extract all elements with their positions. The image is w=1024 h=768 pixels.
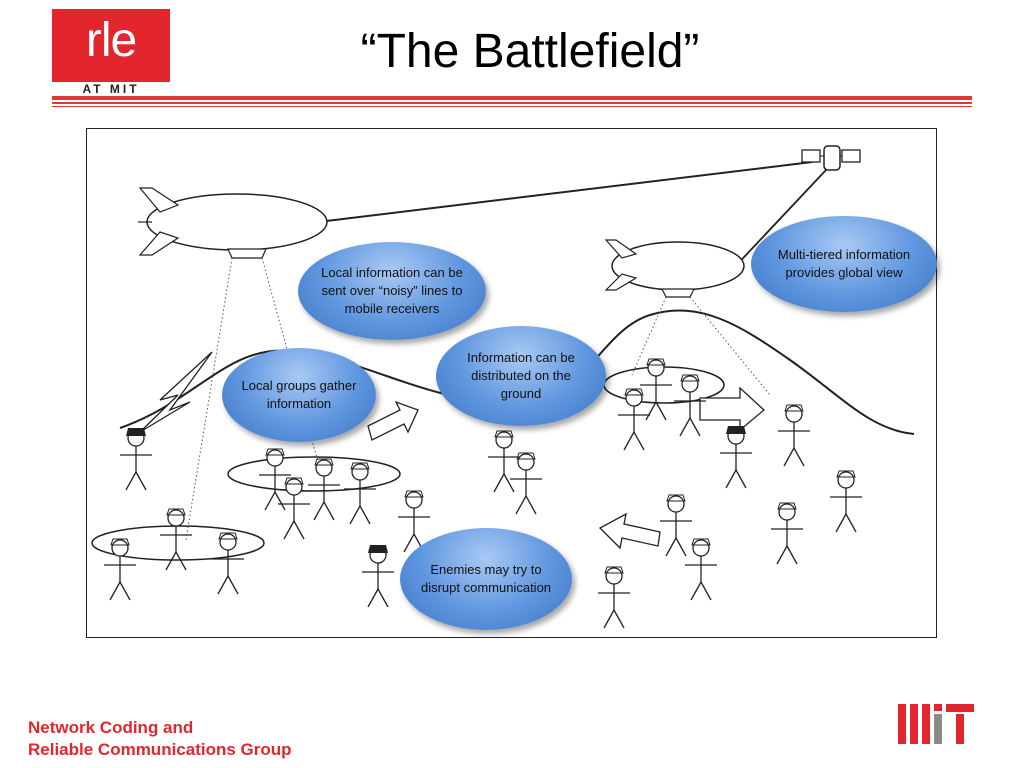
stick-figure-icon (487, 430, 521, 493)
bubble-information-distributed: Information can be distributed on the gr… (436, 326, 606, 426)
stick-figure-icon (770, 502, 804, 565)
footer-line-2: Reliable Communications Group (28, 740, 292, 759)
footer-group-name: Network Coding and Reliable Communicatio… (28, 717, 292, 761)
stick-figure-icon (597, 566, 631, 629)
bubble-local-groups: Local groups gather information (222, 348, 376, 442)
stick-figure-icon (103, 538, 137, 601)
stick-figure-icon (659, 494, 693, 557)
stick-figure-icon (343, 462, 377, 525)
rle-logo: rle (52, 9, 170, 82)
arrow-icon (598, 512, 661, 550)
link-line (729, 169, 827, 273)
mit-logo-icon (898, 704, 974, 744)
stick-figure-icon (829, 470, 863, 533)
bubble-enemies: Enemies may try to disrupt communication (400, 528, 572, 630)
arrow-icon (367, 400, 419, 441)
blimp-icon (604, 239, 745, 298)
slide-title: “The Battlefield” (360, 25, 700, 78)
stick-figure-icon (159, 508, 193, 571)
header-rule-mid (52, 102, 972, 104)
stick-figure-icon (719, 425, 753, 489)
rle-logo-subtext: AT MIT (82, 82, 140, 96)
stick-figure-icon (119, 427, 153, 491)
stick-figure-icon (509, 452, 543, 515)
stick-figure-icon (211, 532, 245, 595)
link-line (317, 161, 813, 223)
arrow-icon (699, 386, 765, 432)
bubble-multi-tiered: Multi-tiered information provides global… (751, 216, 937, 312)
footer-line-1: Network Coding and (28, 718, 194, 737)
stick-figure-icon (307, 458, 341, 521)
stick-figure-icon (684, 538, 718, 601)
satellite-icon (801, 145, 861, 171)
stick-figure-icon (361, 544, 395, 608)
header-rule-thin (52, 106, 972, 107)
stick-figure-icon (277, 477, 311, 540)
dotted-link (689, 296, 771, 396)
header-rule-thick (52, 96, 972, 100)
bubble-local-information: Local information can be sent over “nois… (298, 242, 486, 340)
stick-figure-icon (777, 404, 811, 467)
rle-logo-text: rle (85, 14, 137, 67)
group-ellipse (227, 456, 401, 492)
lightning-icon (139, 351, 213, 433)
blimp-icon (138, 187, 328, 259)
